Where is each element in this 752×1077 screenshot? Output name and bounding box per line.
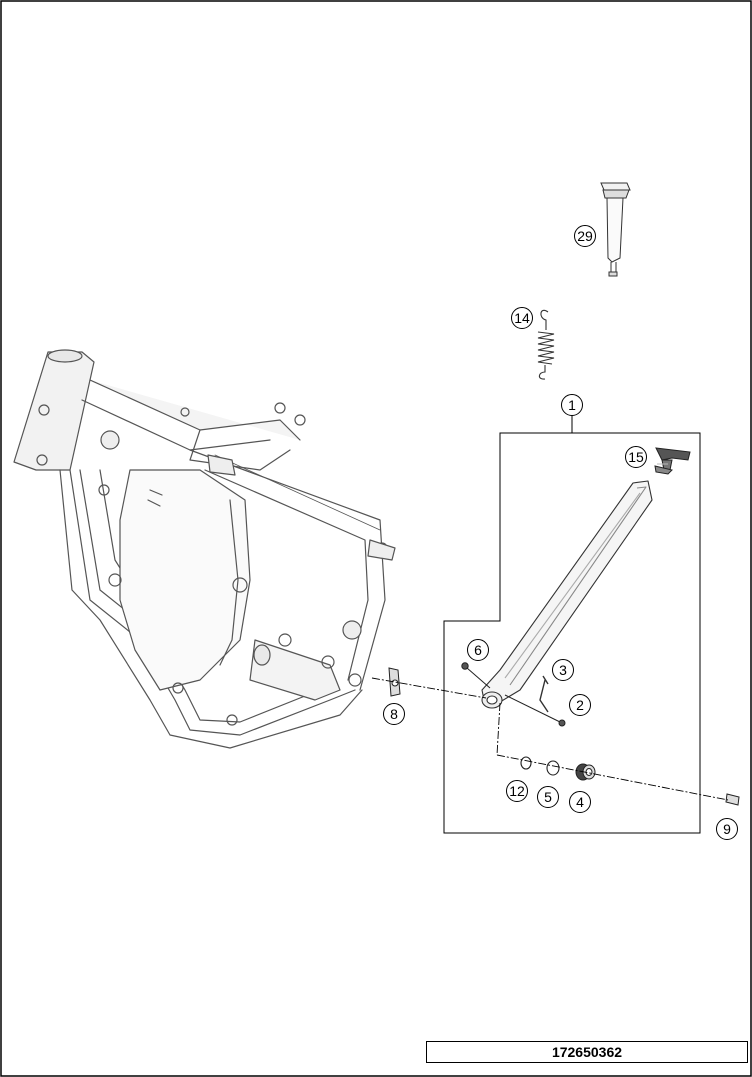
alignment-lines [371, 677, 729, 801]
callout-2-label: 2 [576, 697, 584, 713]
callout-9: 9 [716, 818, 738, 840]
callout-3-label: 3 [559, 662, 567, 678]
callout-29: 29 [574, 225, 596, 247]
part-3-bracket [539, 675, 549, 713]
part-12-washer [520, 756, 532, 770]
callout-1: 1 [561, 394, 583, 416]
part-2-screw [504, 694, 566, 727]
callout-12-label: 12 [509, 783, 525, 799]
callout-14-label: 14 [514, 310, 530, 326]
document-number: 172650362 [426, 1041, 748, 1063]
part-8-nut [388, 667, 401, 697]
callout-15: 15 [625, 446, 647, 468]
callout-2: 2 [569, 694, 591, 716]
callout-15-label: 15 [628, 449, 644, 465]
callout-6: 6 [467, 639, 489, 661]
callout-5-label: 5 [544, 789, 552, 805]
callout-4-label: 4 [576, 794, 584, 810]
callout-5: 5 [537, 786, 559, 808]
callout-1-label: 1 [568, 397, 576, 413]
assembly-1-bracket [443, 415, 701, 834]
callout-8-label: 8 [390, 706, 398, 722]
callout-8: 8 [383, 703, 405, 725]
motorcycle-frame [13, 349, 396, 749]
callout-14: 14 [511, 307, 533, 329]
part-side-stand [481, 480, 653, 709]
callout-9-label: 9 [723, 821, 731, 837]
callout-29-label: 29 [577, 228, 593, 244]
part-9-bolt [725, 793, 740, 806]
callout-12: 12 [506, 780, 528, 802]
part-29-tool [600, 182, 631, 277]
part-14-spring [537, 309, 555, 380]
part-5-ring [546, 760, 560, 776]
callouts: 1 2 3 4 5 6 8 9 [383, 225, 738, 840]
callout-6-label: 6 [474, 642, 482, 658]
callout-4: 4 [569, 791, 591, 813]
part-15-rubber-buffer [654, 447, 691, 475]
callout-3: 3 [552, 659, 574, 681]
part-6-bolt [461, 662, 491, 689]
